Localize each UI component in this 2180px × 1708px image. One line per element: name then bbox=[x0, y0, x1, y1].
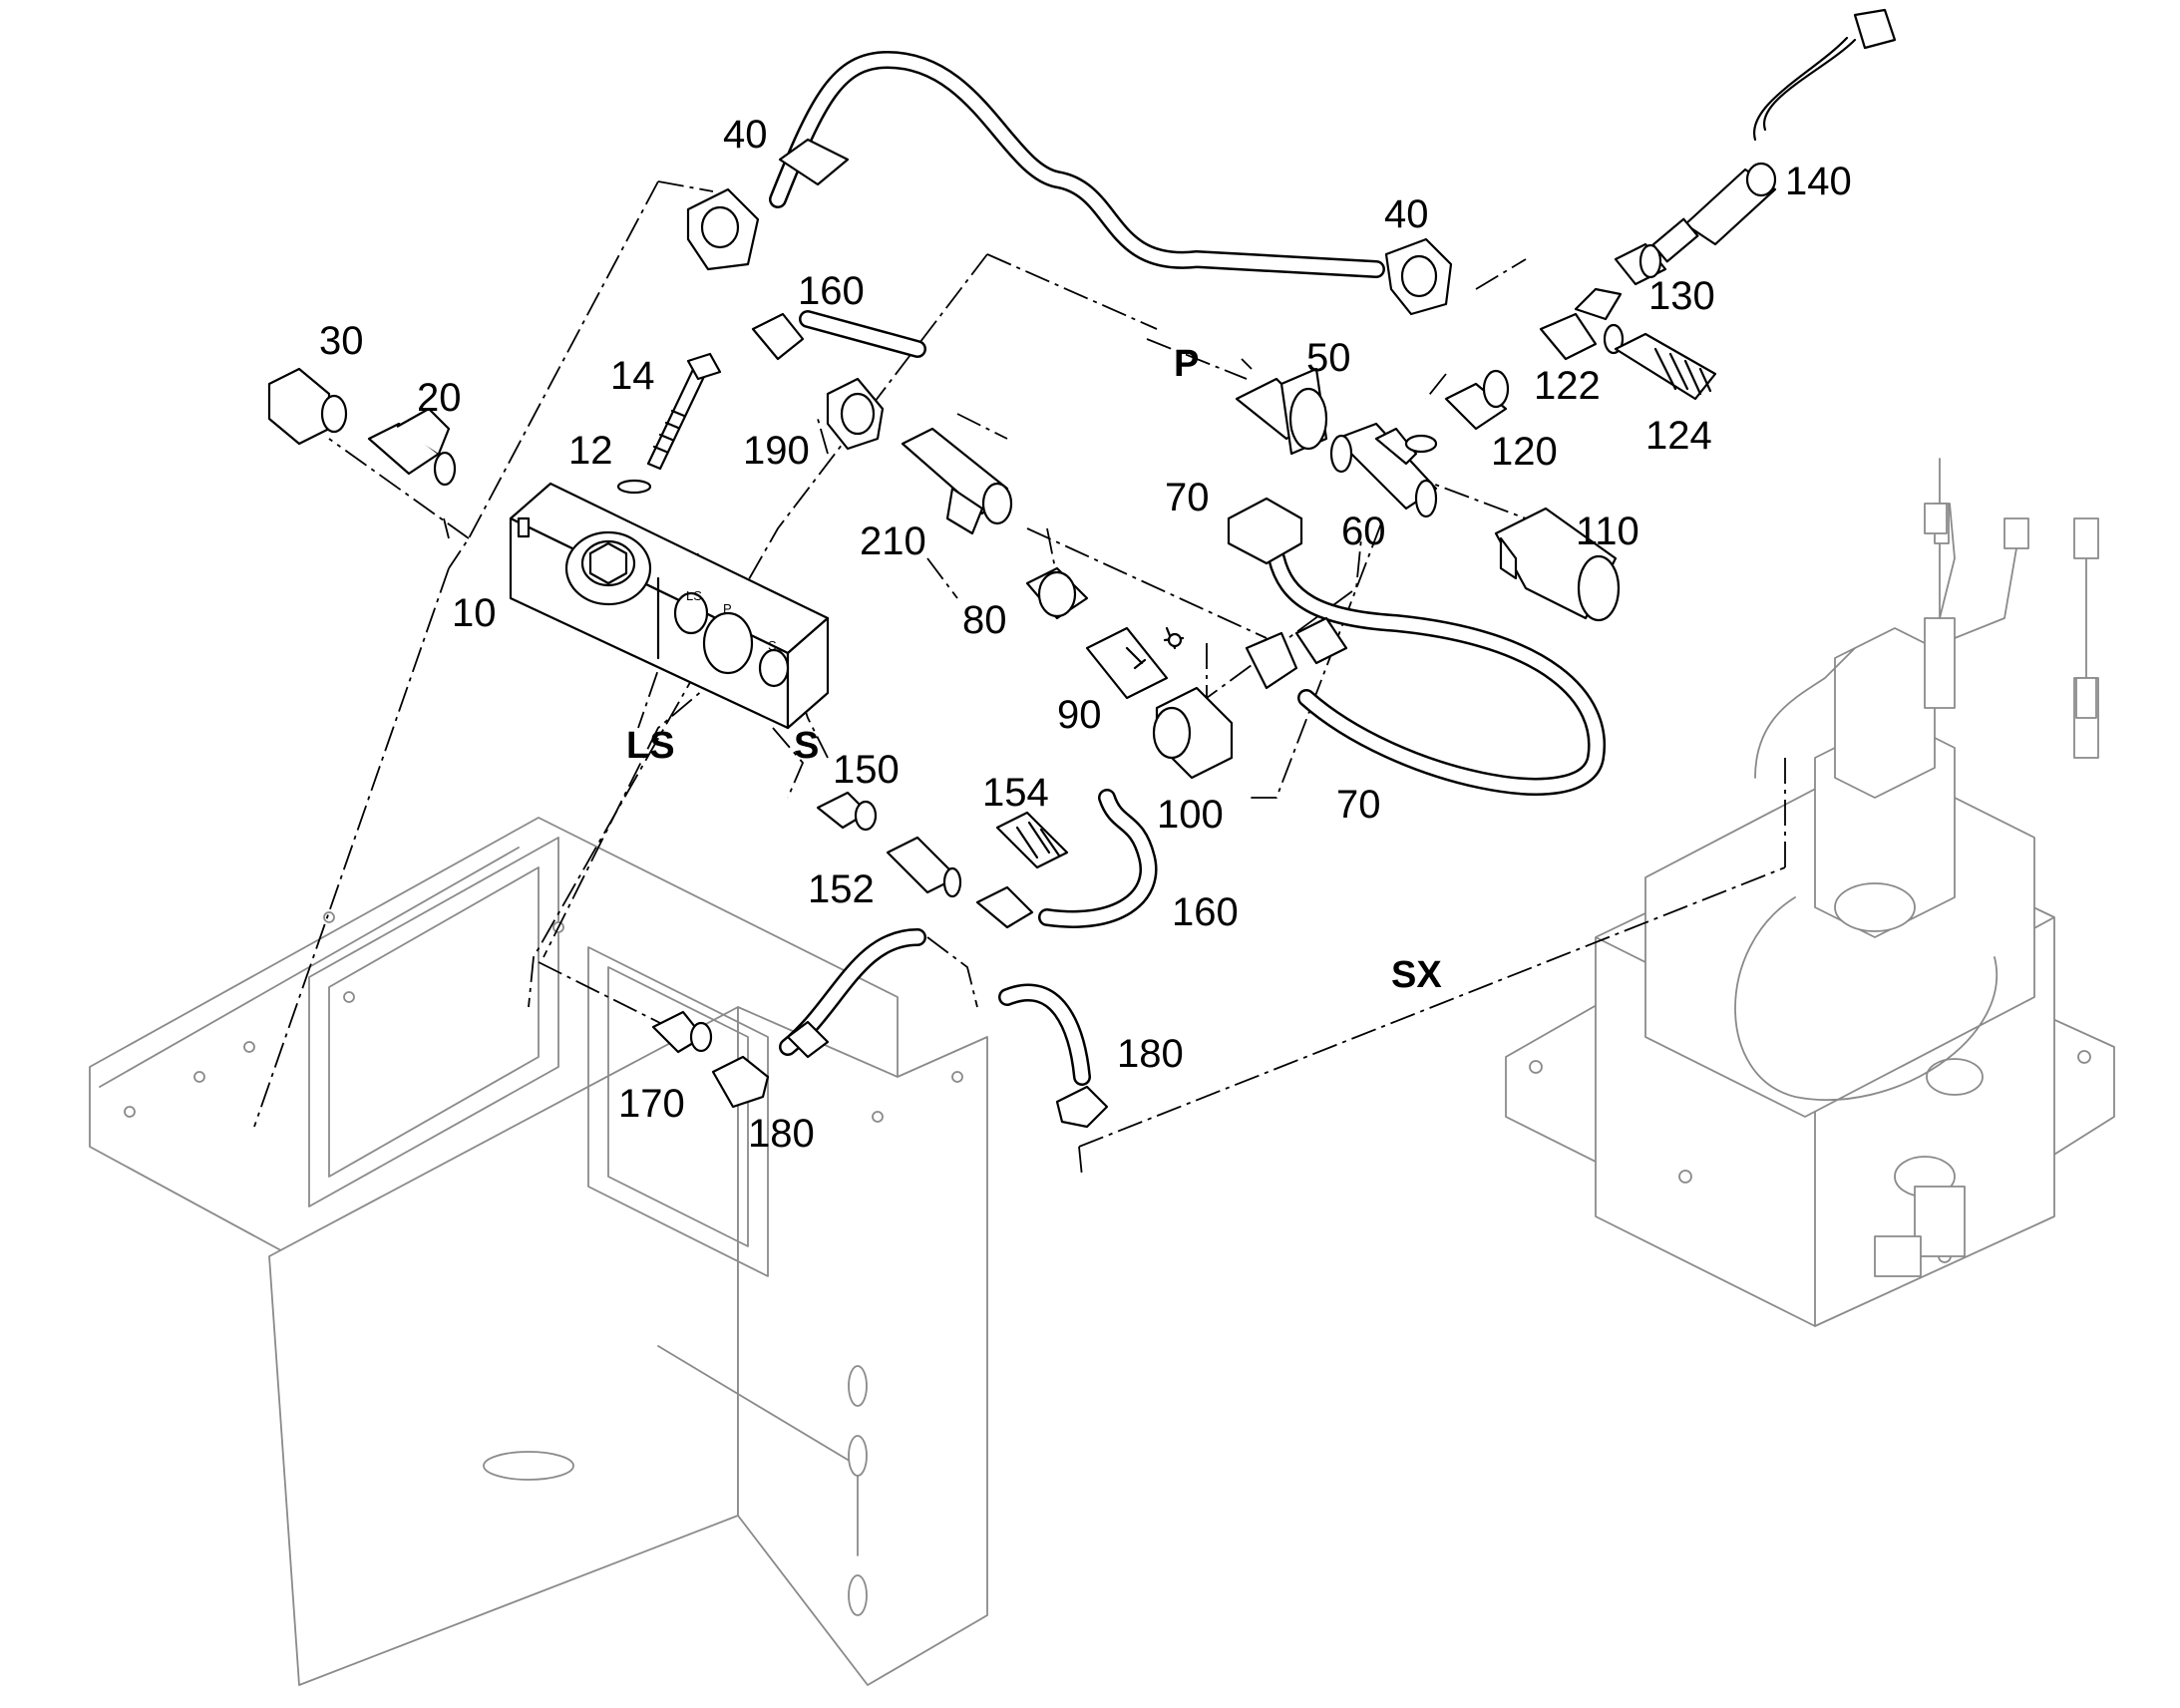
tee-122 bbox=[1539, 287, 1625, 361]
callout-40b: 40 bbox=[1384, 192, 1429, 236]
callout-210: 210 bbox=[860, 519, 926, 563]
fitting-152 bbox=[886, 836, 1034, 929]
hose-fitting-70 bbox=[1227, 497, 1348, 690]
swivel-190 bbox=[826, 377, 885, 451]
callout-124: 124 bbox=[1645, 414, 1712, 458]
fitting-150 bbox=[816, 791, 878, 832]
fitting-170 bbox=[651, 1010, 713, 1054]
tee-fitting bbox=[1329, 422, 1438, 518]
cap-nut bbox=[267, 367, 348, 446]
mounting-bracket-frame bbox=[89, 817, 988, 1686]
callout-170: 170 bbox=[618, 1082, 685, 1126]
callout-160b: 160 bbox=[1172, 890, 1239, 934]
callout-labels: 40 40 30 20 14 12 10 160 190 210 50 70 6… bbox=[319, 113, 1852, 1156]
callout-80: 80 bbox=[962, 598, 1007, 642]
pressure-sensor bbox=[1651, 8, 1897, 263]
o-ring bbox=[616, 479, 652, 495]
valve-manifold-assembly bbox=[1505, 458, 2115, 1327]
callout-160a: 160 bbox=[798, 269, 865, 313]
callout-60: 60 bbox=[1341, 510, 1386, 553]
block-engraving-p: P bbox=[723, 601, 732, 616]
leader-lines bbox=[253, 180, 1786, 1178]
block-engraving-s: S bbox=[768, 638, 777, 653]
callout-152: 152 bbox=[808, 867, 875, 911]
adapter-100 bbox=[1152, 686, 1234, 780]
callout-10: 10 bbox=[452, 591, 497, 635]
adapter-130 bbox=[1614, 242, 1667, 286]
connection-label-s: S bbox=[794, 725, 819, 767]
test-point-154 bbox=[995, 811, 1069, 869]
fitting-120 bbox=[1444, 369, 1510, 431]
callout-50: 50 bbox=[1306, 336, 1351, 380]
connection-label-p: P bbox=[1174, 343, 1199, 385]
callout-150: 150 bbox=[833, 748, 900, 792]
fitting-160 bbox=[751, 312, 805, 361]
hose-end-180 bbox=[711, 1020, 1109, 1129]
callout-140: 140 bbox=[1785, 160, 1852, 203]
hoses bbox=[769, 36, 1857, 1086]
callout-130: 130 bbox=[1648, 274, 1715, 318]
manifold-block: LS P S bbox=[509, 482, 830, 730]
callout-30: 30 bbox=[319, 319, 364, 363]
callout-40a: 40 bbox=[723, 113, 768, 157]
straight-fitting bbox=[1235, 367, 1328, 456]
hose-end-fitting bbox=[686, 138, 1453, 316]
connection-label-sx: SX bbox=[1391, 954, 1442, 996]
callout-12: 12 bbox=[568, 429, 613, 473]
callout-100: 100 bbox=[1157, 793, 1224, 837]
adapter-80 bbox=[1025, 566, 1089, 620]
callout-90: 90 bbox=[1057, 693, 1102, 737]
callout-110: 110 bbox=[1576, 510, 1639, 553]
callout-122: 122 bbox=[1534, 364, 1601, 408]
connection-label-ls: LS bbox=[626, 725, 675, 767]
callout-70a: 70 bbox=[1165, 476, 1210, 519]
check-valve bbox=[1085, 626, 1185, 700]
callout-180b: 180 bbox=[1117, 1032, 1184, 1076]
block-engraving-ls: LS bbox=[686, 588, 702, 603]
fitting-210 bbox=[901, 427, 1013, 535]
elbow-110 bbox=[1494, 507, 1621, 622]
callout-180a: 180 bbox=[748, 1112, 815, 1156]
callout-154: 154 bbox=[982, 771, 1049, 815]
callout-70b: 70 bbox=[1336, 783, 1381, 827]
callout-14: 14 bbox=[610, 354, 655, 398]
callout-190: 190 bbox=[743, 429, 810, 473]
adapter-fitting bbox=[367, 407, 457, 487]
test-point-124 bbox=[1614, 332, 1717, 401]
callout-20: 20 bbox=[417, 376, 462, 420]
bolt bbox=[646, 352, 722, 471]
callout-120: 120 bbox=[1491, 430, 1558, 474]
